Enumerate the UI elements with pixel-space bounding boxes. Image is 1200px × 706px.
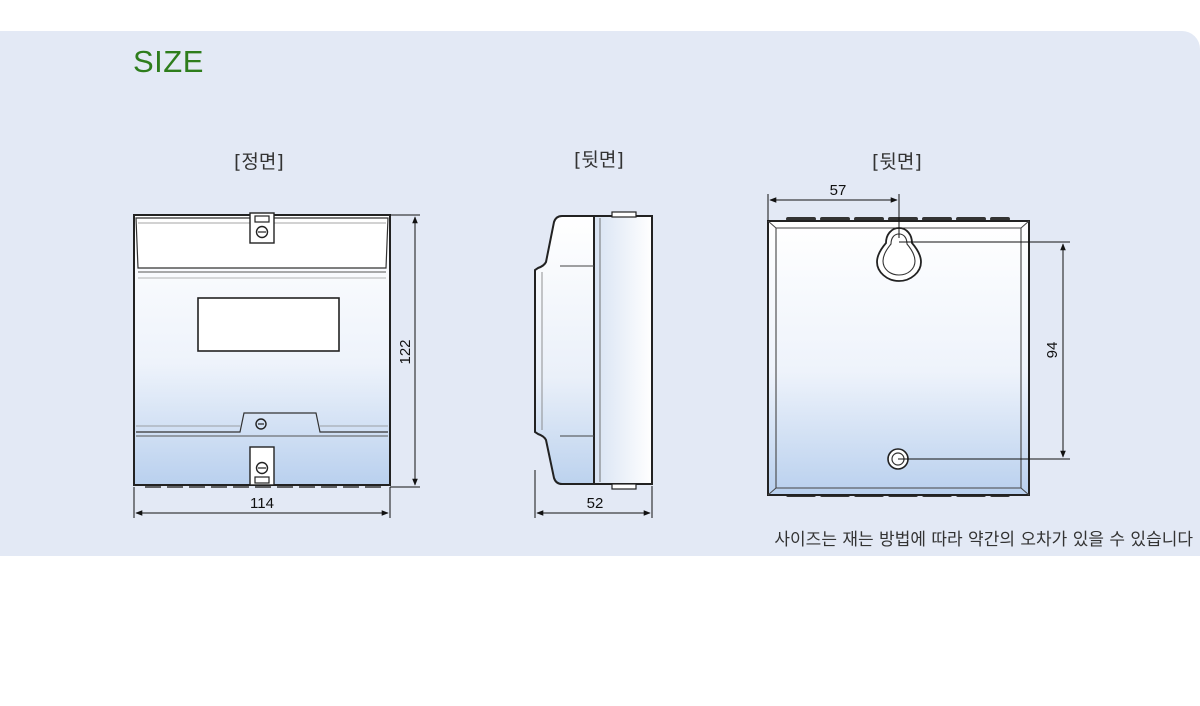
front-view-label: [정면] bbox=[234, 151, 284, 173]
side-front-cover bbox=[534, 215, 595, 485]
back-view: 57 94 bbox=[767, 182, 1070, 497]
keyhole-slot-icon bbox=[876, 227, 922, 282]
front-bottom-clip-icon bbox=[249, 446, 275, 486]
back-view-label: [뒷면] bbox=[872, 151, 922, 173]
measurement-note: 사이즈는 재는 방법에 따라 약간의 오차가 있을 수 있습니다 bbox=[774, 530, 1193, 550]
front-top-clip-icon bbox=[249, 212, 275, 244]
size-title: SIZE bbox=[133, 44, 204, 79]
back-hole-offset-dim-label: 57 bbox=[830, 182, 847, 199]
side-view-label: [뒷면] bbox=[574, 149, 624, 171]
front-tab-screw-icon bbox=[255, 418, 267, 430]
side-depth-dim-label: 52 bbox=[587, 495, 604, 512]
side-view: 52 bbox=[534, 211, 653, 518]
front-height-dim-label: 122 bbox=[397, 339, 414, 364]
front-view: 122 114 bbox=[133, 212, 420, 518]
side-back-plate bbox=[593, 215, 653, 485]
back-hole-spacing-dim-label: 94 bbox=[1044, 342, 1061, 359]
front-width-dim-label: 114 bbox=[250, 495, 274, 512]
front-display-window bbox=[197, 297, 340, 352]
front-lower-tab bbox=[136, 412, 388, 433]
